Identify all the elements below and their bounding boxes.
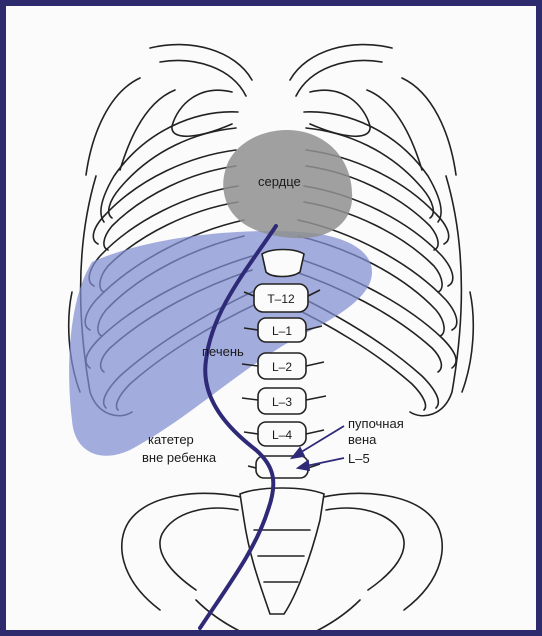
- vertebra-label-l2: L–2: [272, 360, 292, 374]
- vertebra-label-t12: T–12: [267, 292, 295, 306]
- heart-label: сердце: [258, 174, 301, 189]
- vertebra-label-l4: L–4: [272, 428, 292, 442]
- umbilical-vein-label-line-1: пупочная: [348, 416, 404, 431]
- pelvis: [122, 488, 442, 630]
- illustration-frame: сердце печень катетер вне ребенка пупочн…: [6, 6, 536, 630]
- vertebra-label-l3: L–3: [272, 395, 292, 409]
- vertebra-label-l1: L–1: [272, 324, 292, 338]
- catheter-label-line-1: катетер: [148, 432, 194, 447]
- liver-label: печень: [202, 344, 244, 359]
- catheter-label-line-2: вне ребенка: [142, 450, 217, 465]
- l5-label: L–5: [348, 451, 370, 466]
- umbilical-vein-label-line-2: вена: [348, 432, 377, 447]
- anatomy-illustration: сердце печень катетер вне ребенка пупочн…: [6, 6, 536, 630]
